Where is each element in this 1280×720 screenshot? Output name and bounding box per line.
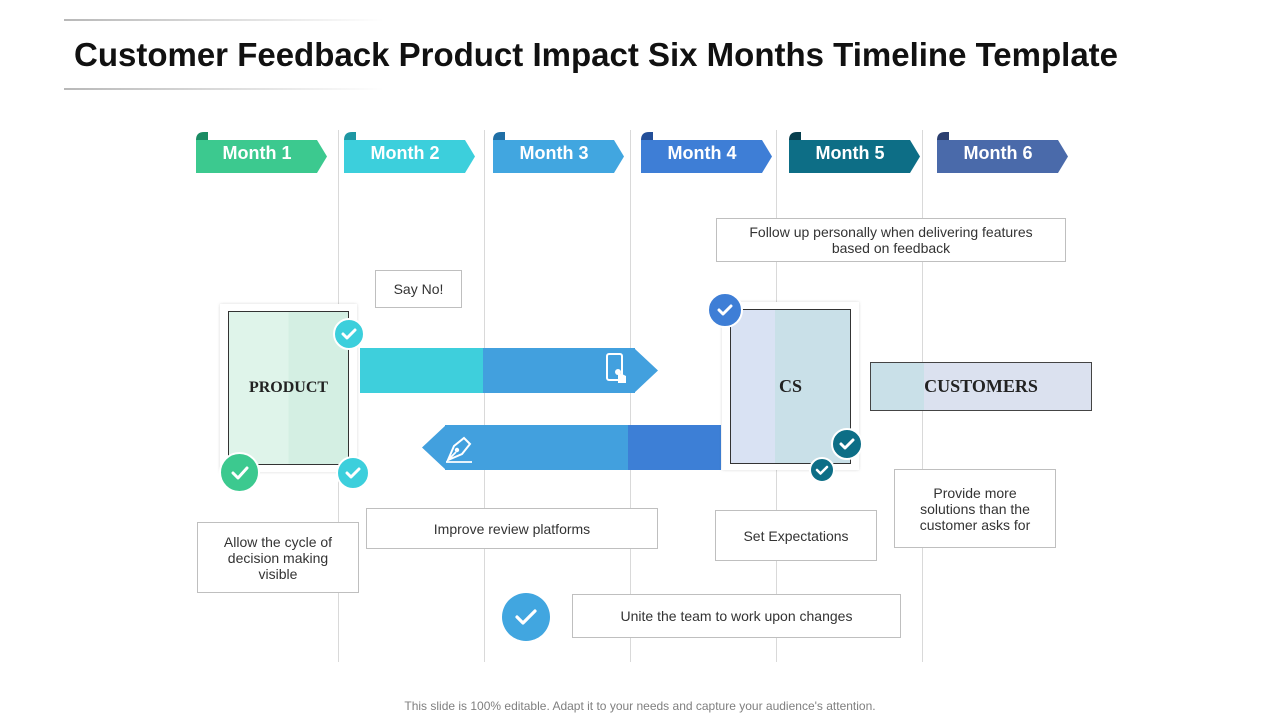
month-tab-label: Month 1: [222, 143, 292, 163]
month-tab-4: Month 4: [641, 132, 773, 174]
month-tab-shape: [789, 132, 920, 173]
month-tab-label: Month 4: [667, 143, 737, 163]
note-allow-cycle: Allow the cycle of decision making visib…: [197, 522, 359, 593]
check-icon: [336, 456, 370, 490]
month-tab-2: Month 2: [344, 132, 476, 174]
note-improve-review: Improve review platforms: [366, 508, 658, 549]
title-top-line: [64, 19, 384, 21]
customers-box-label: CUSTOMERS: [924, 376, 1038, 396]
note-unite-team: Unite the team to work upon changes: [572, 594, 901, 638]
note-say-no: Say No!: [375, 270, 462, 308]
check-icon: [831, 428, 863, 460]
month-tab-3: Month 3: [493, 132, 625, 174]
month-tab-5: Month 5: [789, 132, 921, 174]
month-tab-shape: [196, 132, 327, 173]
product-card-label: PRODUCT: [248, 379, 329, 396]
month-tab-label: Month 3: [519, 143, 589, 163]
timeline-divider: [484, 130, 485, 662]
customers-box: CUSTOMERS: [870, 362, 1092, 411]
note-set-expectations: Set Expectations: [715, 510, 877, 561]
month-tab-shape: [344, 132, 475, 173]
pen-nib-icon: [446, 436, 472, 463]
forward-arrow: [360, 348, 658, 393]
back-arrow: [422, 425, 721, 470]
cs-card: CS: [730, 309, 851, 464]
month-tab-6: Month 6: [937, 132, 1069, 174]
timeline-divider: [630, 130, 631, 662]
note-follow-up: Follow up personally when delivering fea…: [716, 218, 1066, 262]
month-tab-1: Month 1: [196, 132, 328, 174]
check-icon: [809, 457, 835, 483]
product-card: PRODUCT: [228, 311, 349, 465]
month-tab-label: Month 5: [815, 143, 885, 163]
month-tab-shape: [937, 132, 1068, 173]
month-tab-shape: [641, 132, 772, 173]
title-bottom-line: [64, 88, 384, 90]
month-tab-shape: [493, 132, 624, 173]
cs-card-label: CS: [778, 376, 802, 396]
check-icon: [502, 593, 550, 641]
check-icon: [707, 292, 743, 328]
month-tab-label: Month 2: [370, 143, 440, 163]
footer-note: This slide is 100% editable. Adapt it to…: [404, 699, 876, 713]
check-icon: [333, 318, 365, 350]
month-tab-label: Month 6: [963, 143, 1033, 163]
note-provide-more: Provide more solutions than the customer…: [894, 469, 1056, 548]
page-title: Customer Feedback Product Impact Six Mon…: [74, 36, 1119, 73]
check-icon: [219, 452, 260, 493]
mobile-touch-icon: [606, 353, 626, 383]
